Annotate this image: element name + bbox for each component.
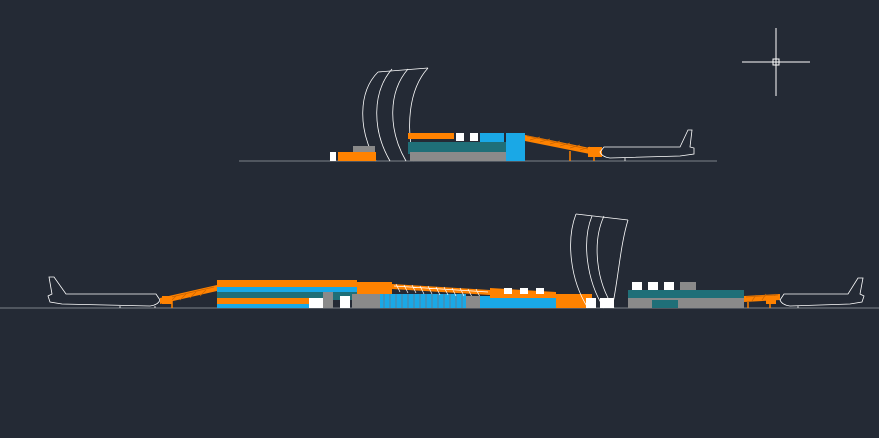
top-annex-door [330,152,336,161]
top-annex-orange [338,152,376,161]
bottom-left-aircraft [47,276,161,308]
bottom-base-orange-left [217,298,309,304]
bottom-left-jet-bridge [160,285,217,308]
bottom-roof-truss [393,283,489,298]
bottom-central-door [340,296,350,308]
bottom-right-window-a [632,282,642,290]
bottom-central-glazing [380,294,466,308]
top-glass-block [506,133,525,161]
bottom-elevation [0,213,879,309]
bottom-central-block [352,294,380,308]
bottom-glazing-mullions [383,294,463,308]
top-window-band [480,133,504,142]
bottom-mid-window-c [536,288,544,294]
bottom-mid-orange [556,294,592,308]
top-roof-band [408,133,454,139]
top-terminal-base [410,152,506,161]
bottom-right-window-c [664,282,674,290]
top-control-tower [362,67,429,162]
bottom-mid-window-a [504,288,512,294]
bottom-base-glass-left [217,304,309,308]
bottom-right-window-d [680,282,696,290]
bottom-mid-block [466,296,480,308]
bottom-entrance-left [309,298,323,308]
bottom-right-aircraft [779,277,865,308]
bottom-central-roof [357,282,392,296]
top-aircraft [599,129,695,161]
bottom-mid-window-b [520,288,528,294]
crosshair-cursor-icon[interactable] [742,28,810,96]
bottom-right-facade [628,290,744,298]
top-terminal-facade [408,142,508,154]
top-window-a [456,133,464,141]
bottom-roof-truss-base [392,284,490,295]
top-elevation [239,67,717,162]
bottom-right-window-b [648,282,658,290]
bottom-glass-band-left [217,287,357,293]
bottom-roof-orange-left [217,280,357,290]
bottom-door-right [586,298,596,308]
bottom-mid-glazing [480,296,556,308]
bottom-facade-left [217,292,357,300]
bottom-pier-left [323,292,333,308]
bottom-right-jet-bridge [744,293,780,308]
top-jet-bridge [525,135,602,161]
top-window-b [470,133,478,141]
bottom-right-door [600,298,614,308]
bottom-right-entrance [652,300,678,308]
